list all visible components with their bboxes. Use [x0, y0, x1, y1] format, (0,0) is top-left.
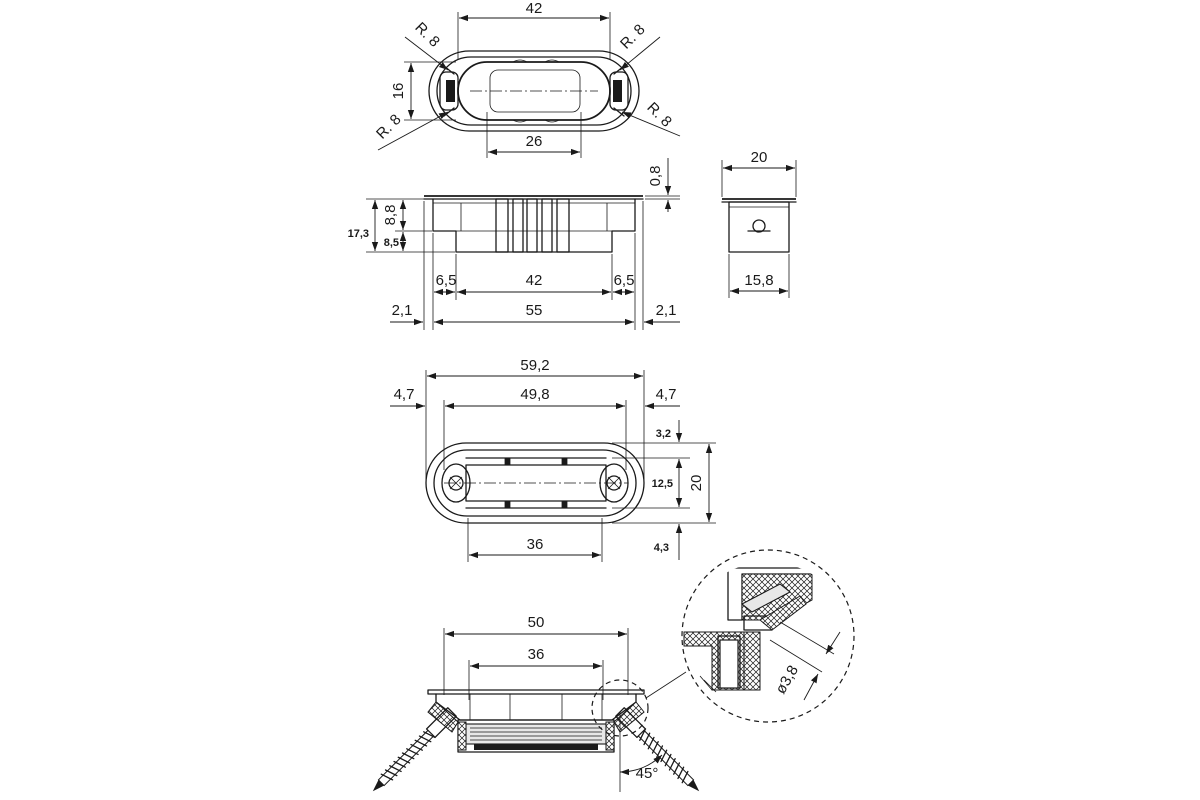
top-inner-width-label: 26: [526, 133, 543, 150]
right-screw: [615, 707, 700, 792]
top-width-label: 42: [526, 0, 543, 17]
end-flange-width-label: 20: [751, 149, 768, 166]
total-height-label: 17,3: [348, 228, 369, 240]
plate-right-screw-hole: [599, 463, 629, 503]
plate-overall-height-label: 20: [688, 475, 705, 492]
right-offset-label: 6,5: [614, 272, 635, 289]
upper-height-label: 8,8: [382, 205, 399, 226]
detail-view: ø3,8: [681, 549, 855, 723]
flange-thickness-label: 0,8: [647, 166, 664, 187]
plate-overall-width-label: 59,2: [520, 357, 549, 374]
top-right-pocket: [609, 65, 629, 117]
section-view: 50 36: [372, 614, 700, 792]
left-offset-label: 6,5: [436, 272, 457, 289]
plate-top-offset-label: 3,2: [656, 428, 671, 440]
top-height-label: 16: [390, 83, 407, 100]
side-view: 0,8 17,3 8,8 8,5 6,5 42 6,5 2,1 55 2,1: [348, 158, 680, 330]
detail-callout-circle: [591, 679, 649, 737]
plate-inner-width-label: 49,8: [520, 386, 549, 403]
plate-hole-spacing-label: 36: [527, 536, 544, 553]
radius-bottom-right-label: R. 8: [643, 99, 674, 130]
end-view: 20 15,8: [721, 149, 797, 298]
end-body-width-label: 15,8: [744, 272, 773, 289]
plate-right-margin-label: 4,7: [656, 386, 677, 403]
plate-left-screw-hole: [441, 463, 471, 503]
left-flange-label: 2,1: [392, 302, 413, 319]
plate-left-margin-label: 4,7: [394, 386, 415, 403]
plate-bottom-offset-label: 4,3: [654, 542, 669, 554]
plate-view: 59,2 4,7 49,8 4,7 3,2 12,5 4,3 20 36: [390, 357, 716, 562]
lower-height-label: 8,5: [384, 237, 399, 249]
right-flange-label: 2,1: [656, 302, 677, 319]
slot-width-label: 42: [526, 272, 543, 289]
section-outer-width-label: 50: [528, 614, 545, 631]
top-left-pocket: [439, 65, 459, 117]
section-inner-width-label: 36: [528, 646, 545, 663]
screw-angle-label: 45°: [636, 765, 659, 782]
body-width-label: 55: [526, 302, 543, 319]
detail-diameter-label: ø3,8: [772, 663, 802, 697]
radius-top-right-label: R. 8: [617, 21, 648, 52]
left-screw: [372, 707, 457, 792]
top-view: 42 16 26 R. 8 R. 8 R. 8 R. 8: [373, 0, 681, 158]
detail-boundary-circle: [681, 549, 855, 723]
plate-slot-height-label: 12,5: [652, 478, 673, 490]
